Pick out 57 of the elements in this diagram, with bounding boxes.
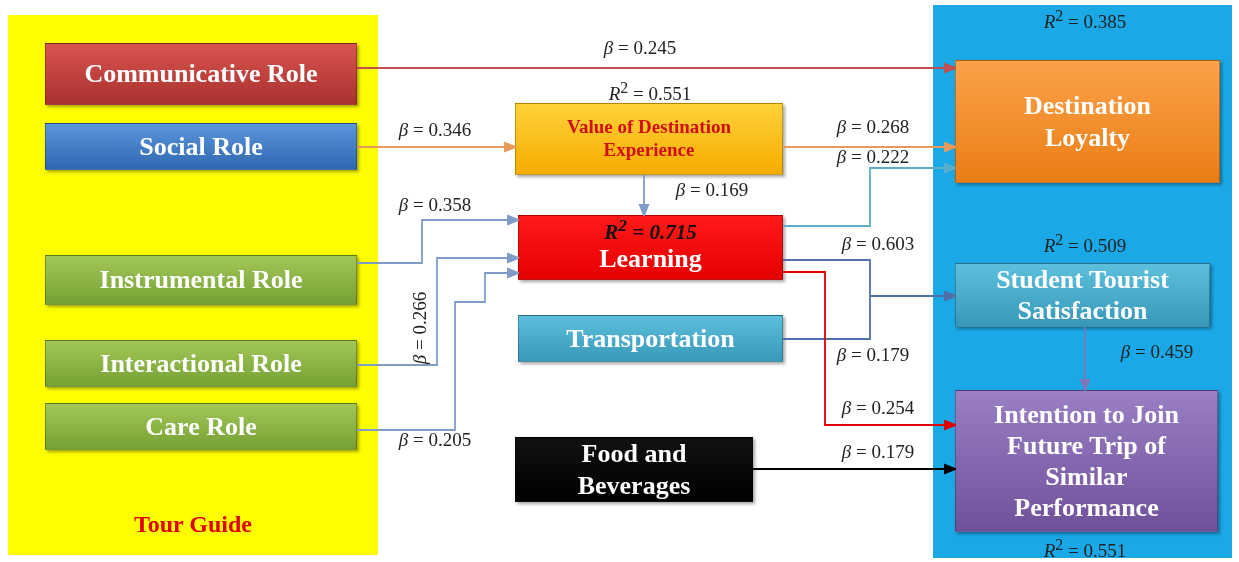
construct-box (955, 263, 1210, 327)
construct-label: Communicative Role (84, 58, 318, 90)
construct-box (45, 43, 357, 105)
path-arrow (356, 267, 520, 431)
path-coefficient: β = 0.346 (398, 119, 472, 141)
path-arrow (356, 62, 957, 74)
panel-background (8, 15, 378, 555)
path-coefficient: β = 0.222 (836, 146, 910, 168)
construct-box (45, 340, 357, 387)
panel-background (933, 5, 1232, 558)
construct-box (955, 390, 1218, 532)
path-arrow (356, 141, 517, 153)
r-squared-value: R$^{2}$ = 0.551 (1043, 535, 1127, 562)
construct-label: Transportation (566, 322, 735, 355)
path-arrow (782, 290, 957, 340)
construct-label: Value of Destination Experience (566, 116, 732, 162)
construct-box (515, 103, 783, 175)
construct-label: Social Role (139, 130, 263, 163)
path-arrow (782, 271, 957, 431)
construct-label: Intention to Join Future Trip of Similar Performance (993, 398, 1180, 524)
path-coefficient: β = 0.254 (841, 397, 915, 419)
construct-box (955, 60, 1220, 183)
path-arrow (638, 174, 650, 217)
construct-box (518, 315, 783, 362)
construct-label: Learning (599, 242, 702, 275)
construct-box (515, 437, 753, 502)
path-arrow (356, 214, 520, 264)
path-arrow (782, 141, 957, 153)
panel-title: Tour Guide (133, 510, 253, 539)
r-squared-value: R$^{2}$ = 0.385 (1043, 6, 1127, 34)
path-coefficient: β = 0.268 (836, 116, 910, 138)
path-arrow (1079, 326, 1091, 392)
construct-label: Student Tourist Satisfaction (995, 263, 1170, 327)
construct-label: Interactional Role (100, 347, 302, 380)
r-squared-value: R$^{2}$ = 0.715 (604, 216, 697, 243)
construct-box (45, 403, 357, 450)
path-coefficient: β = 0.169 (675, 179, 749, 201)
r-squared-value: R$^{2}$ = 0.551 (608, 78, 692, 106)
path-arrow (782, 162, 957, 227)
path-coefficient: β = 0.245 (603, 37, 677, 59)
path-coefficient: β = 0.603 (841, 233, 915, 255)
construct-box (45, 123, 357, 170)
construct-label: Instrumental Role (99, 264, 303, 296)
construct-label: Care Role (145, 410, 257, 443)
r-squared-value: R$^{2}$ = 0.509 (1043, 230, 1127, 258)
path-coefficient: β = 0.179 (836, 344, 910, 366)
path-arrow (752, 463, 957, 475)
path-coefficient: β = 0.358 (398, 194, 472, 216)
path-coefficient: β = 0.459 (1120, 341, 1194, 363)
construct-label: Destination Loyalty (1022, 90, 1153, 153)
construct-box (45, 255, 357, 305)
construct-box (518, 215, 783, 280)
path-arrow (356, 252, 520, 366)
construct-label: Food and Beverages (576, 438, 692, 501)
path-coefficient: β = 0.205 (398, 429, 472, 451)
path-coefficient: β = 0.179 (841, 441, 915, 463)
path-coefficient: β = 0.266 (409, 291, 431, 365)
